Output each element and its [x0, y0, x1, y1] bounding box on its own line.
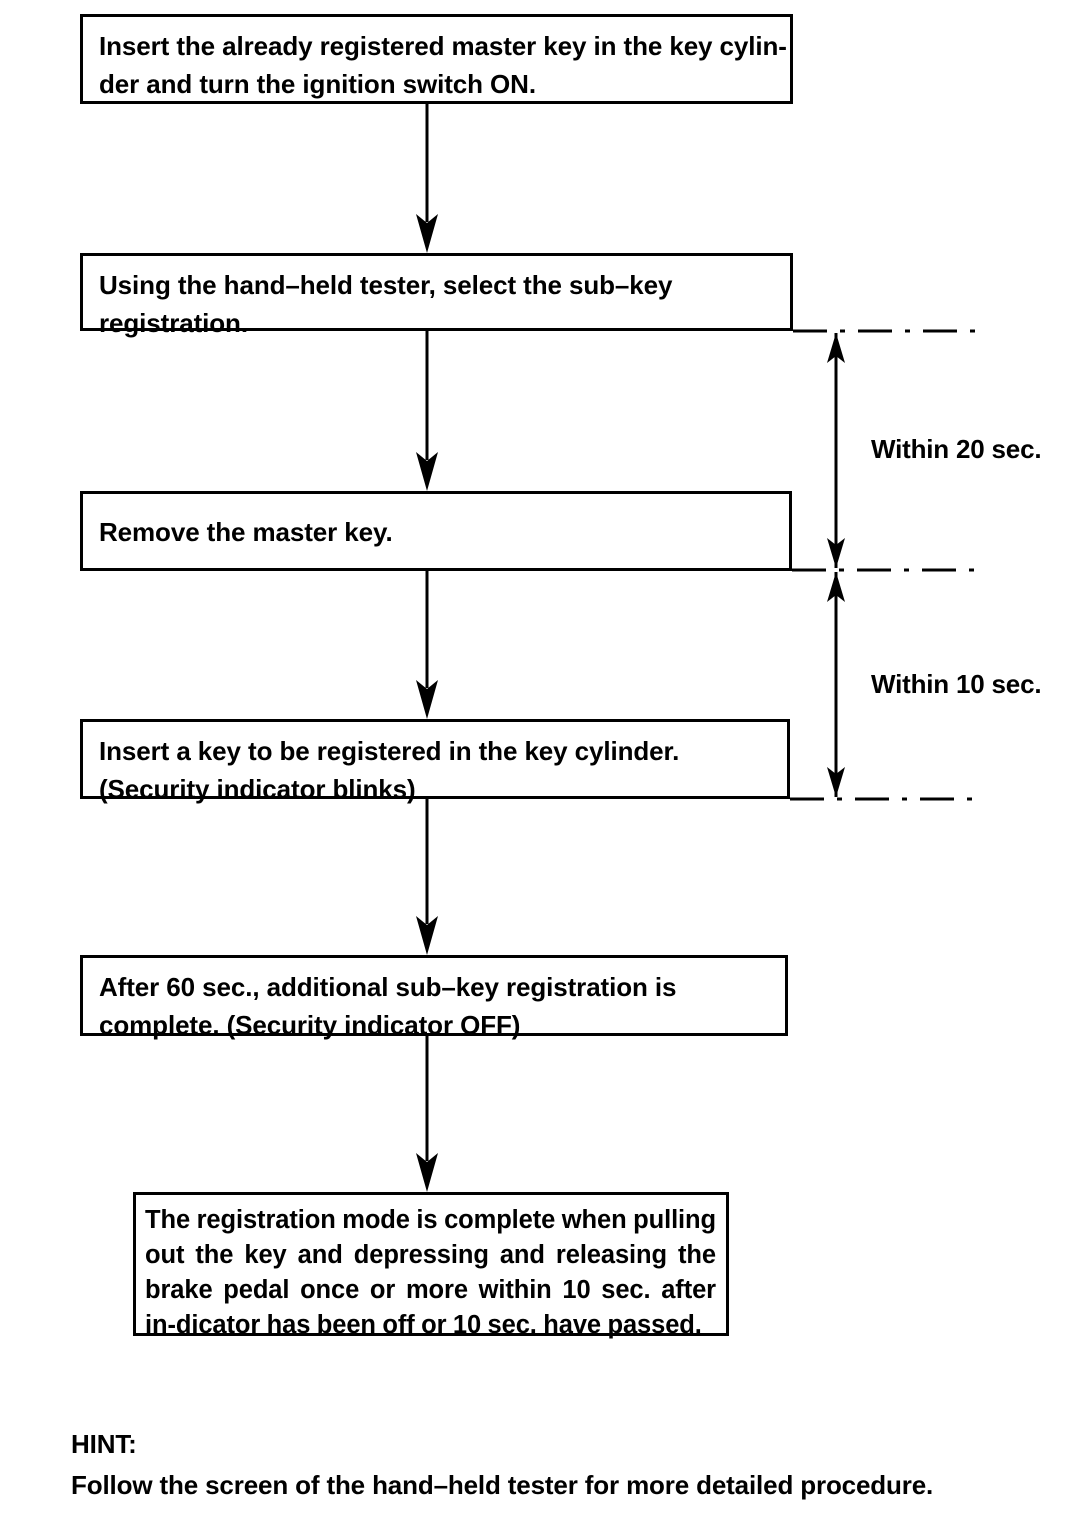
timing-leader-lines	[790, 329, 981, 801]
flow-step-box-4: Insert a key to be registered in the key…	[80, 719, 790, 804]
flow-step-box-3: Remove the master key.	[80, 491, 792, 571]
flow-step-box-6: The registration mode is complete when p…	[133, 1192, 729, 1339]
timing-label-within-10-sec: Within 10 sec.	[871, 669, 1042, 699]
hint-note: HINT: Follow the screen of the hand–held…	[71, 1429, 934, 1500]
connector-step5-step6	[416, 1036, 438, 1192]
timing-label-within-20-sec: Within 20 sec.	[871, 434, 1042, 464]
connector-step2-step3	[416, 331, 438, 491]
connector-step3-step4	[416, 571, 438, 719]
flow-step-box-2: Using the hand–held tester, select the s…	[80, 253, 793, 338]
flow-step-box-5: After 60 sec., additional sub–key regist…	[80, 955, 788, 1040]
flow-step-box-1: Insert the already registered master key…	[80, 14, 793, 104]
connector-step4-step5	[416, 799, 438, 955]
dimension-arrow-within-10	[827, 572, 845, 797]
connector-step1-step2	[416, 104, 438, 253]
dimension-arrow-within-20	[827, 333, 845, 568]
